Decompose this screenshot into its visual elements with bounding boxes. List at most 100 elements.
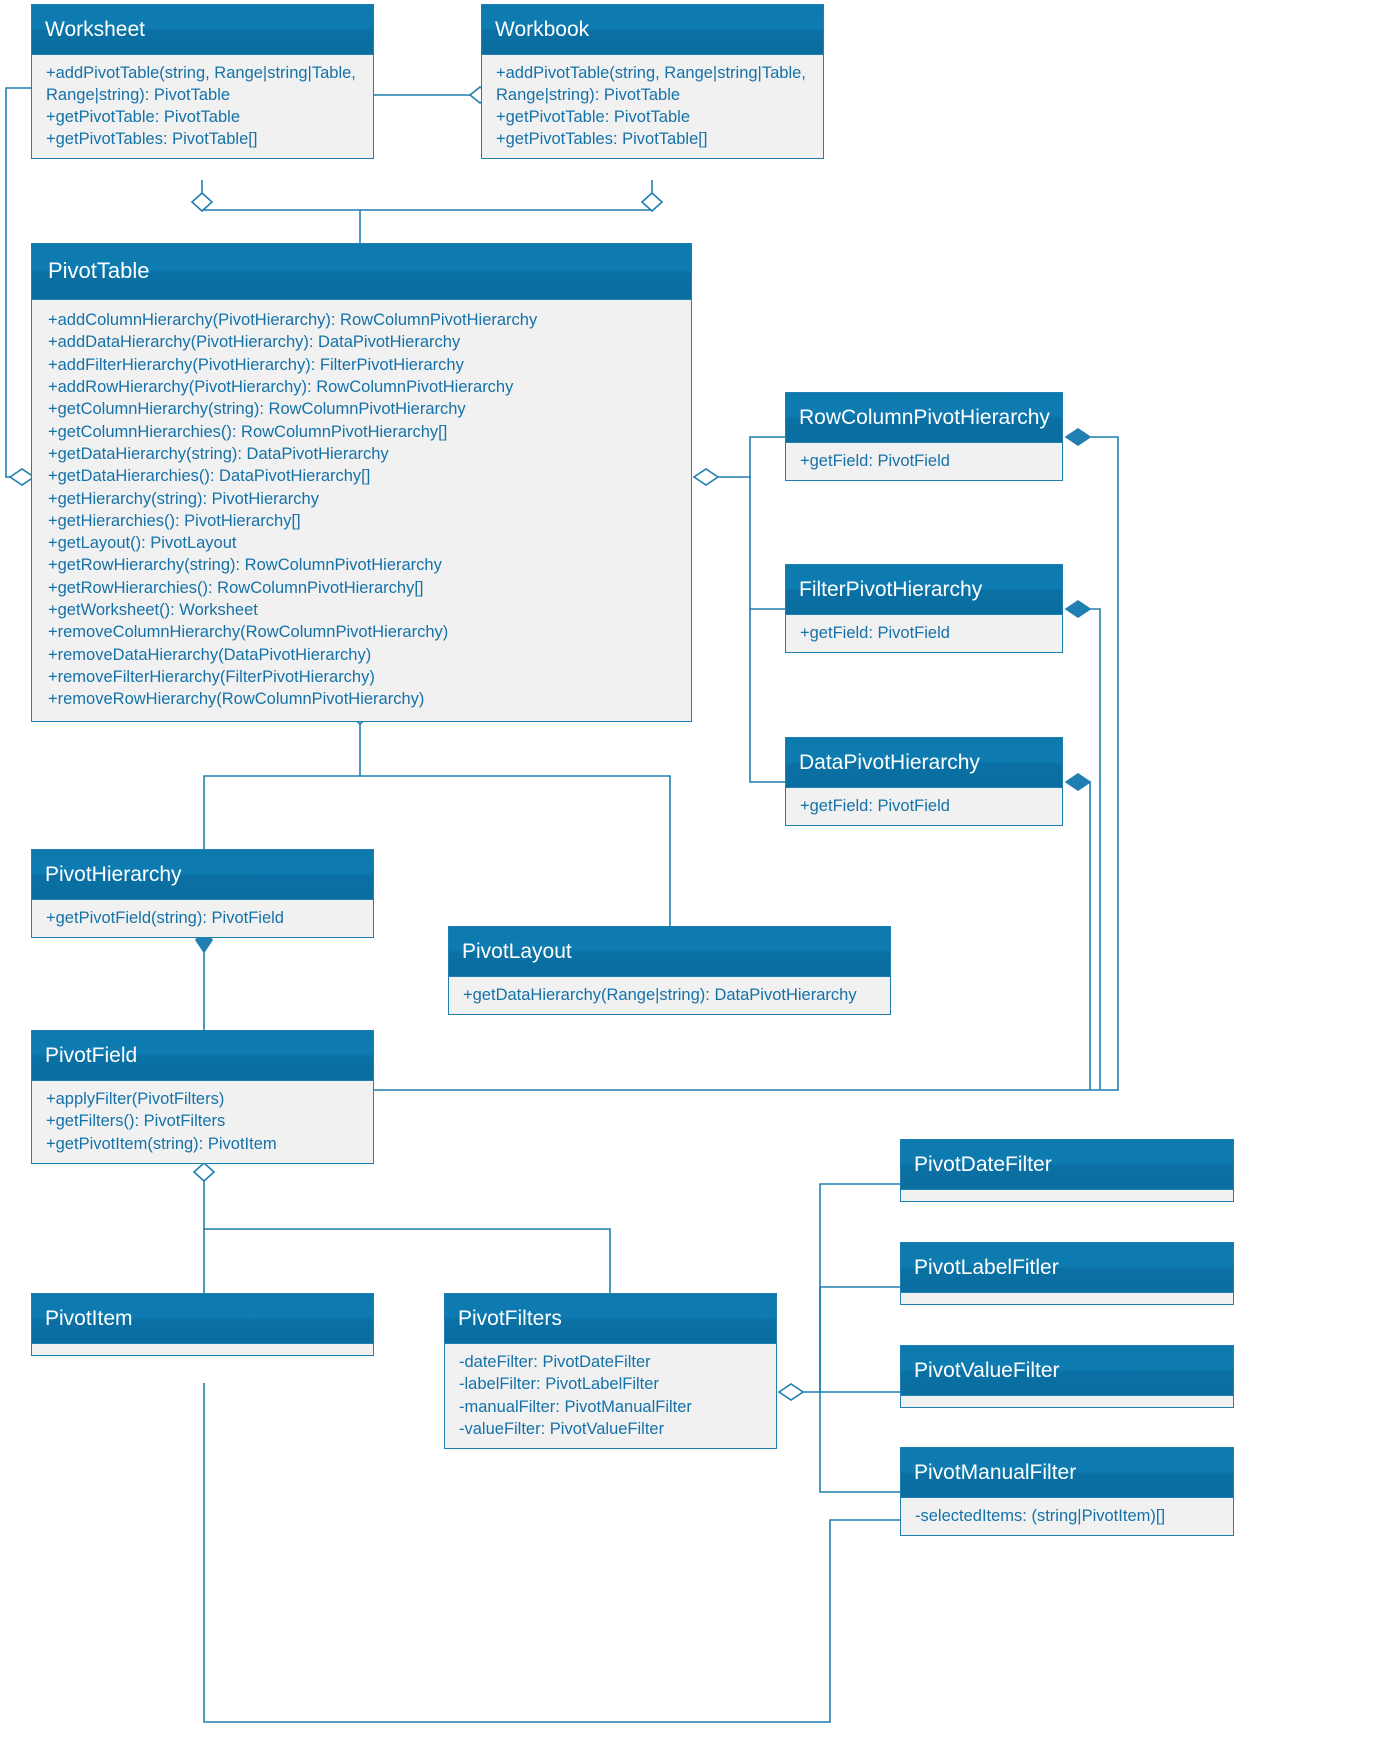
class-member: +getWorksheet(): Worksheet	[48, 601, 258, 620]
class-pivotmanualfilter-title: PivotManualFilter	[901, 1448, 1233, 1498]
class-pivotlayout-members: +getDataHierarchy(Range|string): DataPiv…	[449, 976, 890, 1015]
class-member: +removeRowHierarchy(RowColumnPivotHierar…	[48, 690, 425, 709]
class-pivotmanualfilter[interactable]: PivotManualFilter -selectedItems: (strin…	[900, 1447, 1234, 1537]
class-worksheet-title: Worksheet	[32, 5, 373, 55]
class-member: +addColumnHierarchy(PivotHierarchy): Row…	[48, 311, 538, 330]
class-member: +getField: PivotField	[800, 624, 950, 643]
class-workbook[interactable]: Workbook +addPivotTable(string, Range|st…	[481, 4, 824, 160]
class-datapivothierarchy-members: +getField: PivotField	[786, 787, 1062, 826]
class-rowcolumnpivothierarchy-title: RowColumnPivotHierarchy	[786, 393, 1062, 443]
diamond-aggregation-worksheet	[190, 191, 214, 213]
class-pivotfilters-title: PivotFilters	[445, 1294, 776, 1344]
class-member: +removeColumnHierarchy(RowColumnPivotHie…	[48, 623, 449, 642]
class-member: +applyFilter(PivotFilters)	[46, 1090, 225, 1109]
edge-datahier-pivotfield	[1078, 781, 1091, 1090]
edge-rowcolhier-pivotfield	[374, 436, 1119, 1091]
class-pivothierarchy-title: PivotHierarchy	[32, 850, 373, 900]
class-member: +getHierarchy(string): PivotHierarchy	[48, 489, 319, 508]
class-pivotlayout-title: PivotLayout	[449, 927, 890, 977]
class-pivotitem[interactable]: PivotItem	[31, 1293, 374, 1357]
edge-pivottable-rowcolhier	[706, 436, 785, 478]
class-member: -valueFilter: PivotValueFilter	[459, 1419, 665, 1438]
class-member: +getRowHierarchy(string): RowColumnPivot…	[48, 556, 442, 575]
class-pivotlayout[interactable]: PivotLayout +getDataHierarchy(Range|stri…	[448, 926, 891, 1016]
class-pivotfield-members: +applyFilter(PivotFilters) +getFilters()…	[32, 1080, 373, 1163]
class-member: +getField: PivotField	[800, 452, 950, 471]
class-pivotlabelfilter-title: PivotLabelFitler	[901, 1243, 1233, 1293]
class-pivotfield[interactable]: PivotField +applyFilter(PivotFilters) +g…	[31, 1030, 374, 1164]
class-pivottable-title: PivotTable	[32, 244, 691, 300]
diamond-aggregation-pivotfilters-right	[777, 1383, 805, 1401]
class-member: +getDataHierarchy(Range|string): DataPiv…	[463, 986, 857, 1005]
class-datapivothierarchy[interactable]: DataPivotHierarchy +getField: PivotField	[785, 737, 1063, 827]
class-member: +getPivotTables: PivotTable[]	[496, 130, 708, 149]
class-member: +addRowHierarchy(PivotHierarchy): RowCol…	[48, 378, 514, 397]
class-member: +getLayout(): PivotLayout	[48, 534, 237, 553]
edge-workbook-pivottable	[360, 180, 653, 211]
class-pivotdatefilter[interactable]: PivotDateFilter	[900, 1139, 1234, 1203]
edge-filterhier-pivotfield	[1078, 608, 1101, 1090]
class-member: +getHierarchies(): PivotHierarchy[]	[48, 511, 301, 530]
diamond-aggregation-workbook	[640, 191, 664, 213]
class-member: +addPivotTable(string, Range|string|Tabl…	[496, 64, 806, 105]
class-pivotdatefilter-members	[901, 1189, 1233, 1202]
class-pivotfilters[interactable]: PivotFilters -dateFilter: PivotDateFilte…	[444, 1293, 777, 1450]
edge-pivottable-filterhier	[749, 477, 785, 610]
class-member: +getPivotTable: PivotTable	[496, 108, 690, 127]
edge-pivotfield-pivotfilters	[203, 1165, 611, 1293]
edge-pivotfilters-datefilter	[791, 1183, 900, 1393]
class-pivothierarchy[interactable]: PivotHierarchy +getPivotField(string): P…	[31, 849, 374, 939]
edge-pivotfilters-labelfilter	[819, 1286, 900, 1392]
class-pivotmanualfilter-members: -selectedItems: (string|PivotItem)[]	[901, 1497, 1233, 1536]
class-pivotlabelfilter-members	[901, 1292, 1233, 1305]
class-worksheet[interactable]: Worksheet +addPivotTable(string, Range|s…	[31, 4, 374, 160]
class-member: +getFilters(): PivotFilters	[46, 1112, 226, 1131]
class-member: +getDataHierarchy(string): DataPivotHier…	[48, 444, 389, 463]
class-pivottable[interactable]: PivotTable +addColumnHierarchy(PivotHier…	[31, 243, 692, 722]
class-member: +addFilterHierarchy(PivotHierarchy): Fil…	[48, 355, 464, 374]
diamond-aggregation-pivottable-right	[692, 468, 720, 486]
class-member: +getDataHierarchies(): DataPivotHierarch…	[48, 467, 371, 486]
class-pivotlabelfilter[interactable]: PivotLabelFitler	[900, 1242, 1234, 1306]
class-member: -manualFilter: PivotManualFilter	[459, 1397, 692, 1416]
class-member: +getPivotField(string): PivotField	[46, 909, 284, 928]
edge-pivottable-pivothierarchy	[203, 713, 361, 849]
diamond-composition-rowcolhier	[1064, 428, 1092, 446]
class-pivottable-members: +addColumnHierarchy(PivotHierarchy): Row…	[32, 299, 691, 721]
class-workbook-title: Workbook	[482, 5, 823, 55]
class-member: +getPivotTable: PivotTable	[46, 108, 240, 127]
class-member: -labelFilter: PivotLabelFilter	[459, 1375, 659, 1394]
class-rowcolumnpivothierarchy[interactable]: RowColumnPivotHierarchy +getField: Pivot…	[785, 392, 1063, 482]
edge-manualfilter-pivotitem	[203, 1383, 900, 1723]
diamond-composition-datahier	[1064, 773, 1092, 791]
class-member: +removeDataHierarchy(DataPivotHierarchy)	[48, 645, 372, 664]
class-filterpivothierarchy-members: +getField: PivotField	[786, 614, 1062, 653]
class-workbook-members: +addPivotTable(string, Range|string|Tabl…	[482, 54, 823, 159]
class-worksheet-members: +addPivotTable(string, Range|string|Tabl…	[32, 54, 373, 159]
class-rowcolumnpivothierarchy-members: +getField: PivotField	[786, 442, 1062, 481]
class-member: +getPivotTables: PivotTable[]	[46, 130, 258, 149]
class-pivotitem-title: PivotItem	[32, 1294, 373, 1344]
class-member: +addDataHierarchy(PivotHierarchy): DataP…	[48, 333, 461, 352]
diamond-aggregation-pivotfield-bottom	[192, 1161, 216, 1183]
class-filterpivothierarchy-title: FilterPivotHierarchy	[786, 565, 1062, 615]
edge-pivottable-datahier	[749, 609, 785, 783]
class-datapivothierarchy-title: DataPivotHierarchy	[786, 738, 1062, 788]
edge-worksheet-pivottable	[201, 180, 361, 243]
class-pivothierarchy-members: +getPivotField(string): PivotField	[32, 899, 373, 938]
class-member: +getRowHierarchies(): RowColumnPivotHier…	[48, 578, 424, 597]
class-pivotitem-members	[32, 1343, 373, 1356]
class-member: -selectedItems: (string|PivotItem)[]	[915, 1507, 1166, 1526]
class-member: +removeFilterHierarchy(FilterPivotHierar…	[48, 667, 375, 686]
diamond-composition-filterhier	[1064, 600, 1092, 618]
class-member: -dateFilter: PivotDateFilter	[459, 1353, 651, 1372]
class-member: +getColumnHierarchy(string): RowColumnPi…	[48, 400, 466, 419]
edge-worksheet-left-loop	[5, 87, 31, 478]
class-member: +getColumnHierarchies(): RowColumnPivotH…	[48, 422, 448, 441]
class-pivotvaluefilter[interactable]: PivotValueFilter	[900, 1345, 1234, 1409]
class-filterpivothierarchy[interactable]: FilterPivotHierarchy +getField: PivotFie…	[785, 564, 1063, 654]
edge-pivotfilters-manualfilter	[819, 1392, 900, 1493]
class-pivotdatefilter-title: PivotDateFilter	[901, 1140, 1233, 1190]
